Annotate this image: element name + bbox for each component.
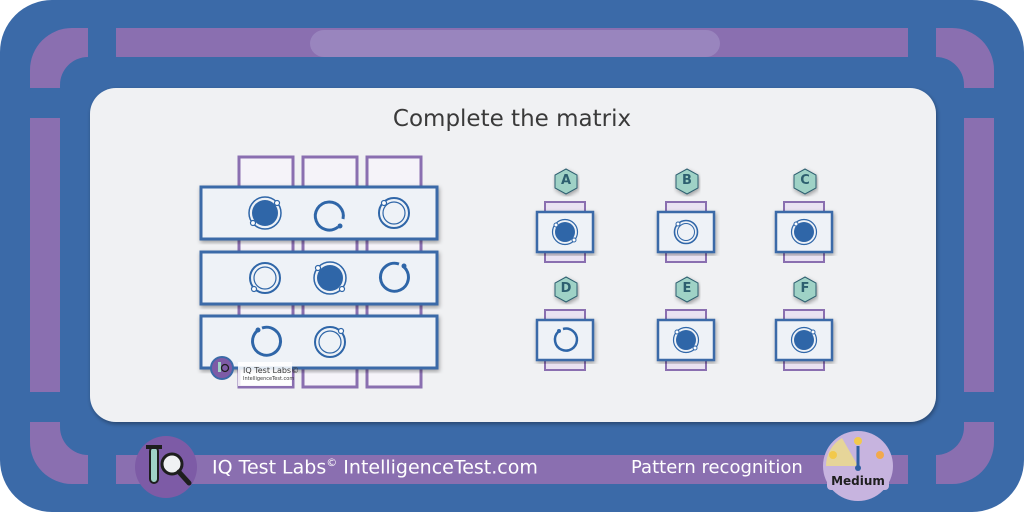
option-c[interactable] — [774, 168, 834, 263]
option-b[interactable] — [656, 168, 716, 263]
category-label: Pattern recognition — [631, 457, 803, 478]
brand-text: IQ Test Labs© IntelligenceTest.com — [212, 456, 538, 478]
matrix-cell-1-1 — [248, 196, 282, 230]
matrix-cell-2-1 — [249, 262, 281, 294]
option-e[interactable] — [656, 276, 716, 371]
option-a[interactable] — [535, 168, 595, 263]
option-a-label[interactable]: A — [560, 173, 572, 188]
puzzle-title: Complete the matrix — [392, 106, 632, 132]
option-f[interactable] — [774, 276, 834, 371]
option-c-label[interactable]: C — [800, 173, 810, 188]
watermark-text: IQ Test Labs© — [243, 366, 300, 375]
option-d[interactable] — [535, 276, 595, 371]
difficulty-label: Medium — [831, 474, 885, 488]
test-tube-magnifier-icon — [135, 436, 197, 498]
matrix-grid — [199, 155, 439, 389]
matrix-cell-1-2 — [313, 200, 345, 232]
brand-site: IntelligenceTest.com — [343, 456, 538, 479]
matrix-cell-2-2 — [313, 261, 347, 295]
option-b-label[interactable]: B — [682, 173, 692, 188]
option-d-label[interactable]: D — [560, 281, 572, 296]
matrix-cell-2-3 — [378, 261, 410, 293]
answer-options — [535, 168, 834, 371]
brand-mark: © — [326, 456, 338, 469]
option-f-label[interactable]: F — [800, 281, 810, 296]
difficulty-gauge-icon — [823, 431, 893, 501]
watermark-site: IntelligenceTest.com — [243, 376, 295, 382]
matrix-cell-3-2 — [314, 326, 346, 358]
watermark-logo-icon — [210, 356, 234, 380]
matrix-row-1 — [199, 185, 439, 241]
matrix-cell-1-3 — [378, 197, 410, 229]
matrix-cell-3-1 — [251, 325, 283, 357]
brand-name: IQ Test Labs — [212, 456, 327, 479]
option-e-label[interactable]: E — [682, 281, 692, 296]
